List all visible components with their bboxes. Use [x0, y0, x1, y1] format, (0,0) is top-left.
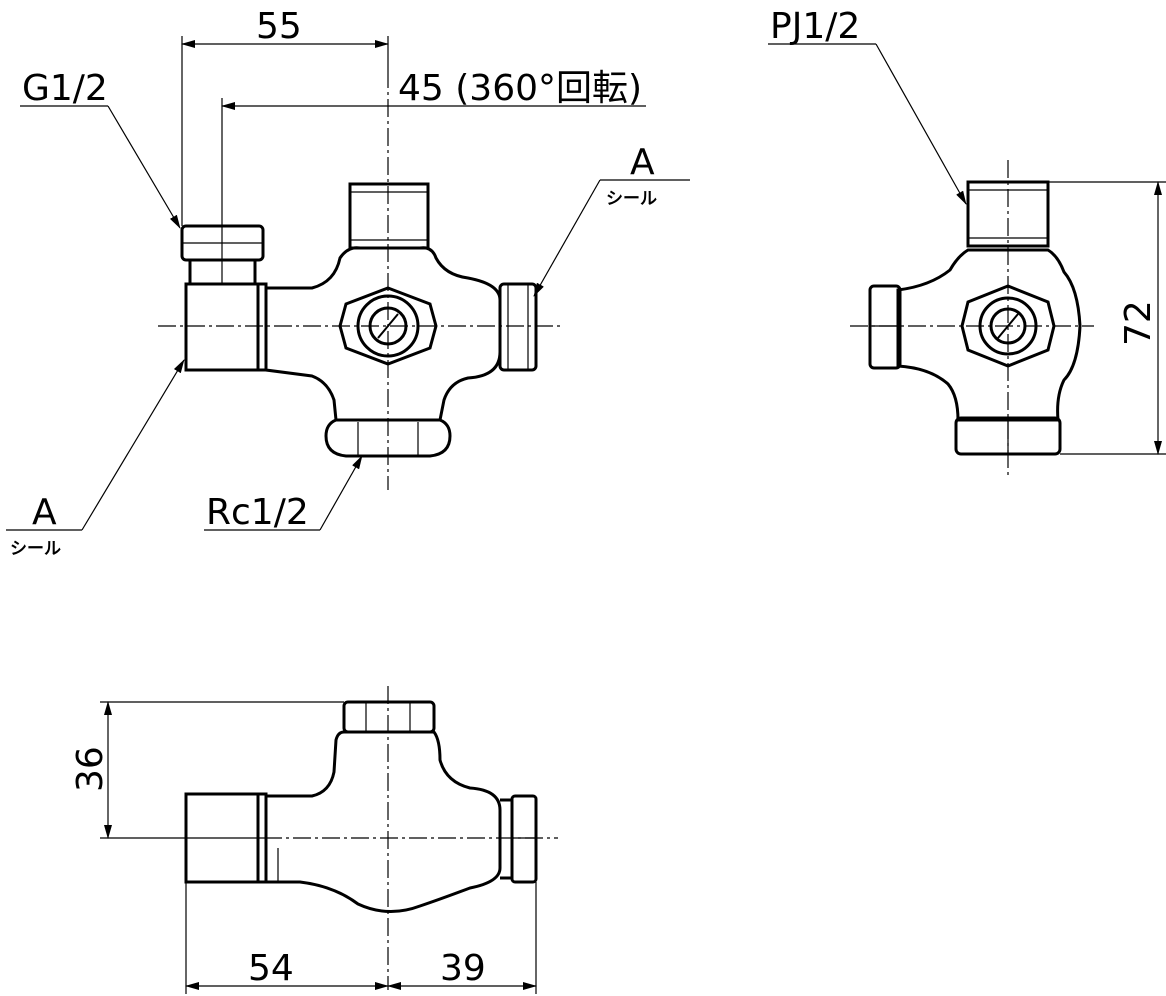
side-view	[850, 160, 1094, 478]
seal-callout-right: A シール	[533, 142, 690, 297]
seal-right-note: シール	[606, 189, 657, 209]
dimension-55: 55	[181, 6, 389, 226]
dimension-45: 45 (360°回転)	[221, 68, 646, 284]
g-half-callout: G1/2	[20, 68, 181, 229]
rc-half-callout: Rc1/2	[204, 455, 363, 533]
front-view	[158, 70, 560, 490]
seal-callout-left: A シール	[6, 359, 185, 559]
dimension-72: 72	[1048, 181, 1166, 455]
seal-a-left-label: A	[32, 492, 57, 533]
dimension-36: 36	[70, 701, 344, 839]
pj-half-callout: PJ1/2	[768, 6, 967, 205]
dimension-45-label: 45 (360°回転)	[398, 68, 642, 109]
g-half-label: G1/2	[22, 68, 108, 109]
dimension-54: 54	[185, 882, 389, 994]
pj-half-label: PJ1/2	[770, 6, 860, 47]
dimension-39: 39	[387, 882, 537, 994]
seal-left-note: シール	[10, 539, 61, 559]
rc-half-label: Rc1/2	[206, 492, 309, 533]
dimension-39-label: 39	[440, 948, 486, 989]
dimension-55-label: 55	[256, 6, 302, 47]
dimension-54-label: 54	[248, 948, 294, 989]
seal-a-right-label: A	[630, 142, 655, 183]
dimension-36-label: 36	[70, 746, 111, 792]
dimension-72-label: 72	[1118, 300, 1159, 346]
